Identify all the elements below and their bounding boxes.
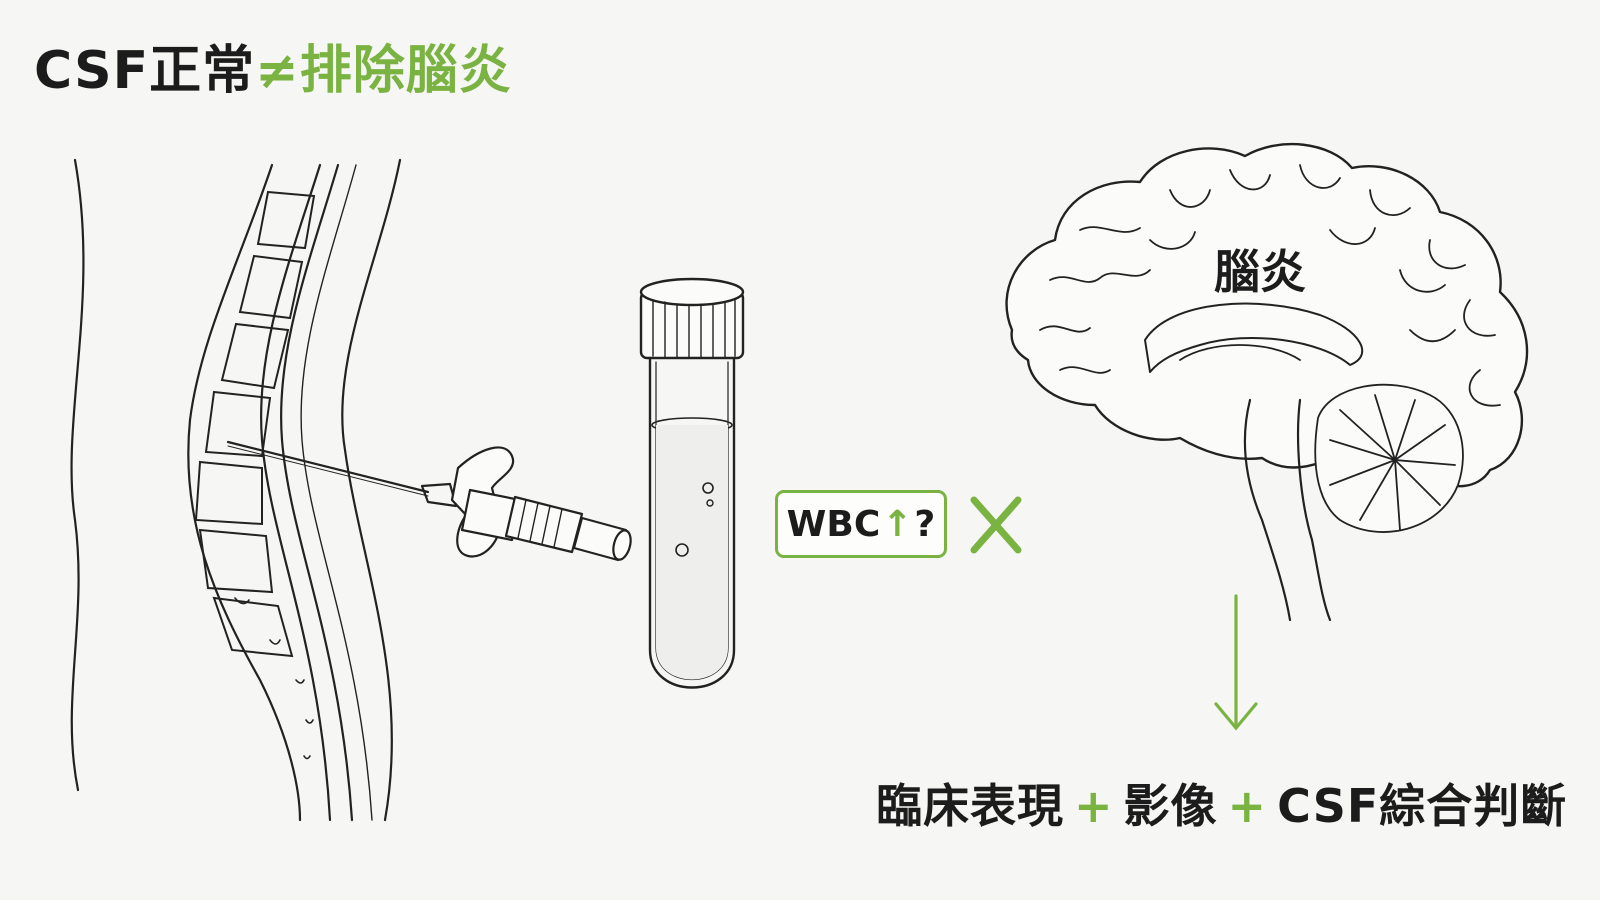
cross-mark <box>970 496 1022 554</box>
up-arrow-icon: ↑ <box>882 503 913 545</box>
plus-icon: + <box>1074 779 1114 833</box>
spine-illustration <box>70 158 402 822</box>
body-back-outline <box>341 158 402 822</box>
spinal-needle <box>226 440 632 562</box>
wbc-question: ? <box>914 503 936 545</box>
cerebellum <box>1314 383 1464 533</box>
body-front-outline <box>70 158 85 792</box>
brain-label: 腦炎 <box>1214 245 1306 299</box>
plus-icon: + <box>1227 779 1268 833</box>
wbc-question-box: WBC↑? <box>775 490 947 558</box>
page-title: CSF正常≠排除腦炎 <box>34 28 512 103</box>
conclusion-csf: CSF綜合判斷 <box>1277 779 1568 833</box>
wbc-text: WBC <box>786 503 881 545</box>
conclusion-clinical: 臨床表現 <box>876 779 1064 833</box>
conclusion-imaging: 影像 <box>1123 779 1218 833</box>
vertebrae <box>194 190 316 658</box>
not-equal-symbol: ≠ <box>255 41 300 101</box>
sacrum-marks <box>234 597 314 760</box>
brainstem <box>1243 398 1292 622</box>
title-part1: CSF正常 <box>34 41 256 101</box>
test-tube <box>639 277 745 689</box>
title-part2: 排除腦炎 <box>299 41 512 101</box>
diagnosis-conclusion: 臨床表現+影像+CSF綜合判斷 <box>876 770 1567 836</box>
brain-illustration <box>1005 142 1529 622</box>
down-arrow <box>1214 594 1258 731</box>
